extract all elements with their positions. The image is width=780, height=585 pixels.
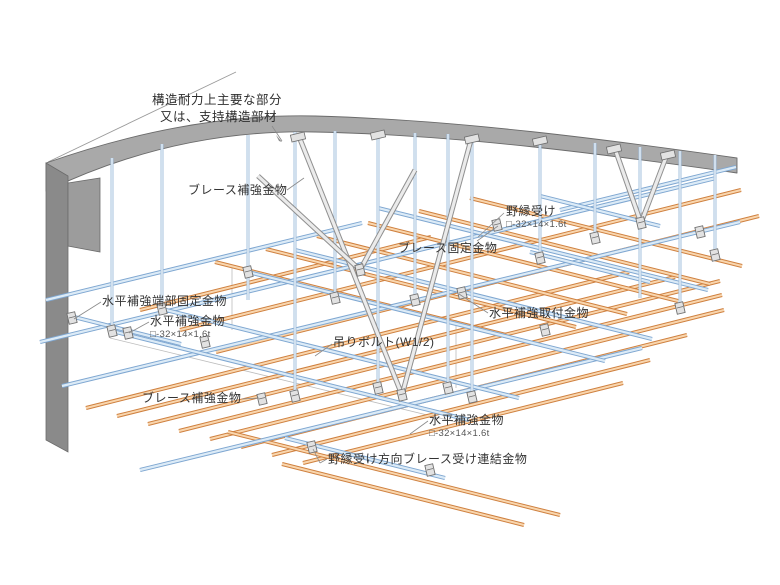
label-horizontal-reinforcement-mounting: 水平補強取付金物 [489,305,589,321]
label-brace-reinforcement-lower: ブレース補強金物 [142,390,241,406]
structure-note-line2: 又は、支持構造部材 [160,110,278,124]
label-brace-fixing: ブレース固定金物 [398,240,497,256]
diagonal-braces [256,133,671,396]
ceiling-slab [45,71,738,192]
label-structure-note: 構造耐力上主要な部分 又は、支持構造部材 [152,92,282,126]
label-horizontal-reinforcement-end-fixing: 水平補強端部固定金物 [102,293,227,309]
horizontal-reinforcement-lower-spec: □-32×14×1.6t [429,428,490,439]
structure-note-line1: 構造耐力上主要な部分 [152,93,283,107]
horizontal-reinforcement-upper-spec: □-32×14×1.6t [150,329,211,340]
ceiling-joist-receiver-spec: □-32×14×1.6t [506,219,567,230]
brace-reinforcement-lower-text: ブレース補強金物 [142,391,242,405]
reinforcement-channels [39,164,741,481]
support-wall [45,162,101,453]
label-receiver-direction-brace-connector: 野縁受け方向ブレース受け連結金物 [328,451,527,467]
hanging-bolt-text: 吊りボルト(W1/2) [333,335,435,349]
receiver-direction-brace-connector-text: 野縁受け方向ブレース受け連結金物 [328,452,528,466]
ceiling-joist-receiver-text: 野縁受け [506,204,557,218]
leader-lines [73,125,505,464]
brace-reinforcement-upper-text: ブレース補強金物 [188,183,288,197]
label-hanging-bolt: 吊りボルト(W1/2) [333,334,435,350]
label-brace-reinforcement-upper: ブレース補強金物 [188,182,287,198]
label-ceiling-joist-receiver: 野縁受け □-32×14×1.6t [506,203,567,231]
horizontal-reinforcement-lower-text: 水平補強金物 [429,413,505,427]
label-horizontal-reinforcement-upper: 水平補強金物 □-32×14×1.6t [150,313,225,341]
brace-fixing-text: ブレース固定金物 [398,241,498,255]
horizontal-reinforcement-end-fixing-text: 水平補強端部固定金物 [102,294,228,308]
horizontal-reinforcement-mounting-text: 水平補強取付金物 [489,306,590,320]
horizontal-reinforcement-upper-text: 水平補強金物 [150,314,226,328]
label-horizontal-reinforcement-lower: 水平補強金物 □-32×14×1.6t [429,412,504,440]
mounting-plates [289,129,677,161]
